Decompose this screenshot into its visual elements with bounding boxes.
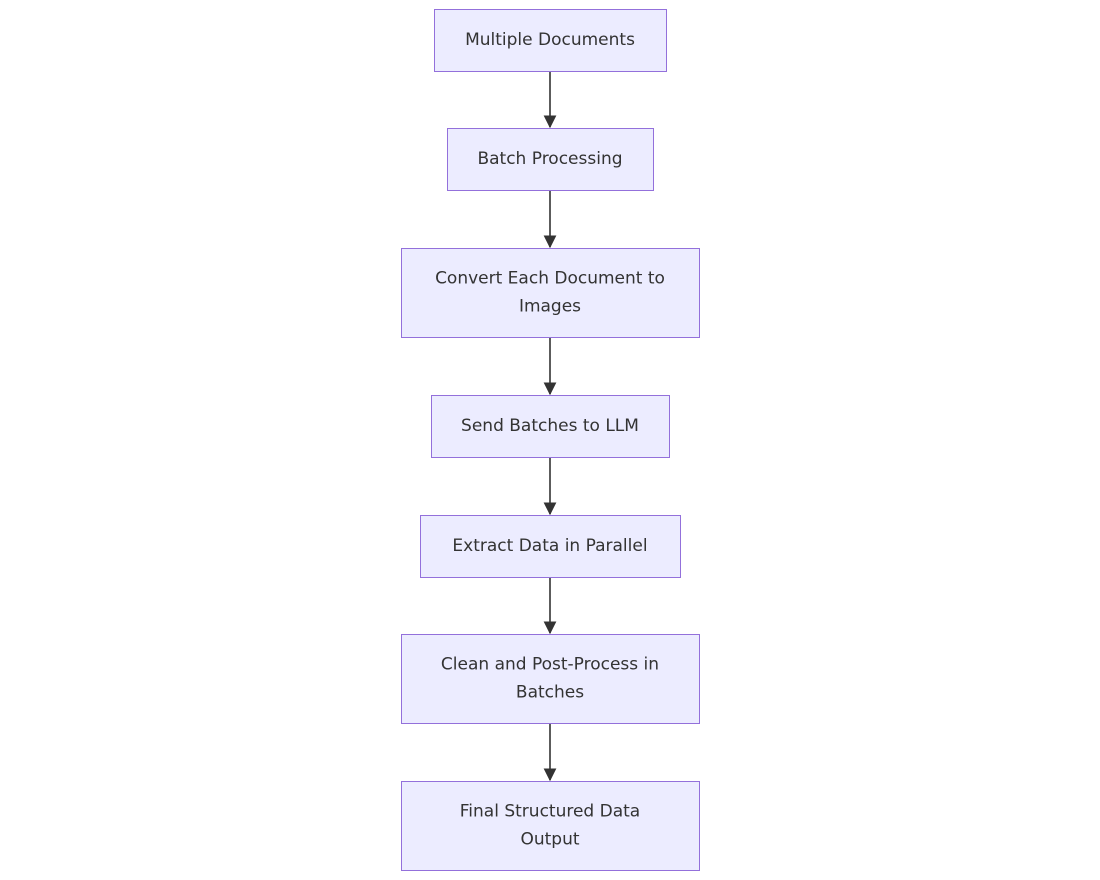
node-box: [420, 515, 681, 578]
node-label-line: Images: [519, 297, 581, 317]
node-label-line: Batches: [516, 683, 584, 703]
node-label-line: Clean and Post-Process in: [441, 655, 659, 675]
node-label-line: Extract Data in Parallel: [452, 536, 647, 556]
node-label-line: Send Batches to LLM: [461, 416, 639, 436]
node-label-line: Batch Processing: [477, 149, 622, 169]
node-send-batches-to-llm: Send Batches to LLM: [431, 395, 670, 458]
node-batch-processing: Batch Processing: [447, 128, 654, 191]
node-convert-to-images: Convert Each Document to Images: [401, 248, 700, 338]
node-multiple-documents: Multiple Documents: [434, 9, 667, 72]
node-box: [401, 781, 700, 871]
node-box: [434, 9, 667, 72]
node-label-line: Output: [520, 830, 579, 850]
node-label-line: Convert Each Document to: [435, 269, 665, 289]
node-extract-data-parallel: Extract Data in Parallel: [420, 515, 681, 578]
node-box: [401, 634, 700, 724]
node-box: [431, 395, 670, 458]
node-box: [401, 248, 700, 338]
node-label-line: Final Structured Data: [460, 802, 640, 822]
node-box: [447, 128, 654, 191]
node-clean-post-process: Clean and Post-Process in Batches: [401, 634, 700, 724]
node-label-line: Multiple Documents: [465, 30, 635, 50]
